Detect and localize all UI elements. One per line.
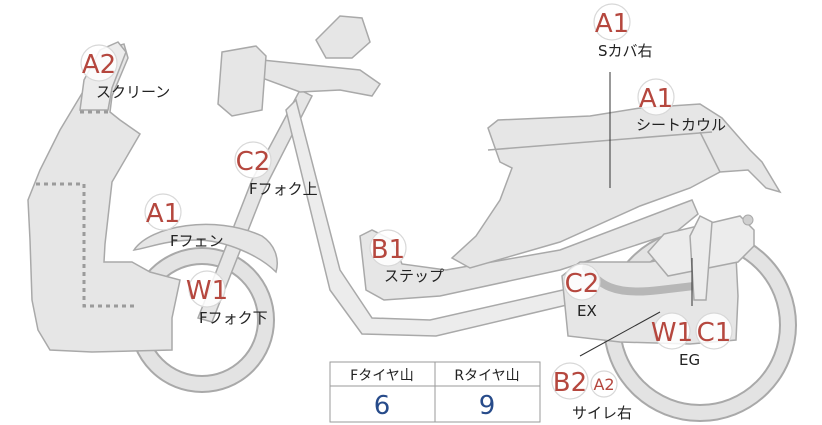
front-leg-shield [27,43,181,353]
svg-text:スクリーン: スクリーン [96,83,170,101]
svg-text:C2: C2 [236,147,271,177]
callout-front-fender: A1 Fフェン [144,193,224,250]
mirror [315,15,371,59]
svg-text:A1: A1 [146,199,180,229]
callout-side-cover-right: A1 Sカバ右 [593,3,653,60]
svg-text:Fフォク下: Fフォク下 [199,309,268,327]
front-fork [197,89,314,323]
svg-text:B2: B2 [553,368,587,398]
scooter-illustration [27,15,797,422]
svg-text:A1: A1 [639,84,673,114]
handlebar-stem [261,59,382,97]
svg-text:EG: EG [679,351,700,369]
svg-text:Fフェン: Fフェン [170,232,224,250]
rear-tire-tread-header: Rタイヤ山 [454,368,519,384]
rear-shock [689,214,713,301]
svg-text:Fフォク上: Fフォク上 [249,180,318,198]
svg-text:シートカウル: シートカウル [636,116,726,134]
rear-tire-tread-value: 9 [479,391,496,421]
callout-seat-cowl: A1 シートカウル [636,78,726,134]
svg-text:Sカバ右: Sカバ右 [598,42,653,60]
svg-text:サイレ右: サイレ右 [572,404,632,422]
callout-muffler-right: B2 A2 サイレ右 [551,362,632,422]
svg-text:C1: C1 [697,318,732,348]
svg-text:A2: A2 [82,50,116,80]
svg-text:B1: B1 [371,235,405,265]
callout-front-fork-lower: W1 Fフォク下 [186,270,268,327]
svg-text:ステップ: ステップ [384,267,444,285]
headlight-cowl [217,45,267,117]
callout-step: B1 ステップ [369,229,444,285]
svg-text:A1: A1 [595,9,629,39]
svg-text:EX: EX [577,302,597,320]
front-fender [132,223,278,274]
svg-text:W1: W1 [651,318,693,348]
callout-front-fork-upper: C2 Fフォク上 [234,141,318,198]
callout-engine: W1 C1 EG [651,312,733,369]
callout-screen: A2 スクリーン [80,44,170,101]
front-tire-tread-value: 6 [374,391,391,421]
callout-exhaust: C2 EX [563,263,601,320]
svg-text:A2: A2 [593,375,614,394]
svg-text:C2: C2 [565,269,600,299]
svg-text:W1: W1 [186,276,228,306]
rear-body [450,103,782,269]
tread-depth-table: Fタイヤ山 Rタイヤ山 6 9 [329,361,541,423]
front-tire-tread-header: Fタイヤ山 [350,368,414,384]
